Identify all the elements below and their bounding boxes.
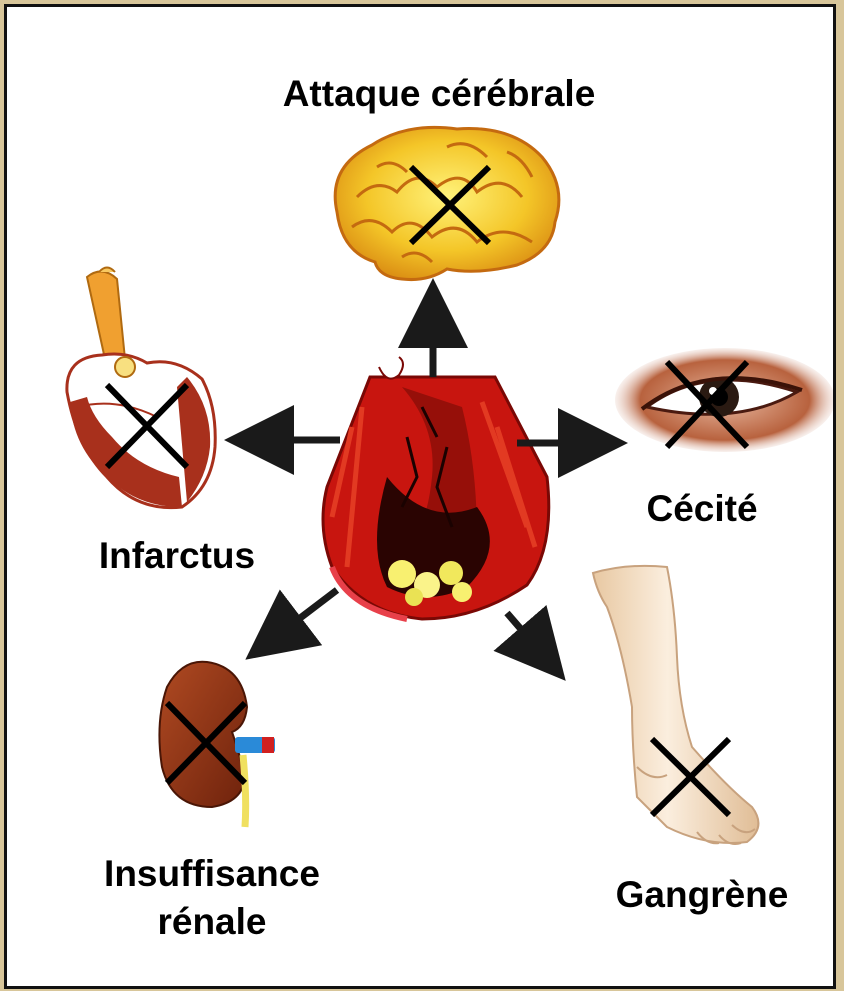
arrow-down-left xyxy=(262,590,337,647)
artery-icon xyxy=(323,357,549,619)
heart-icon xyxy=(67,268,215,508)
arrow-down-right xyxy=(507,613,552,665)
label-heart-attack: Infarctus xyxy=(67,534,287,578)
diagram-frame: Attaque cérébrale Infarctus Cécité Insuf… xyxy=(4,4,836,989)
label-kidney-line1: Insuffisance xyxy=(67,852,357,896)
kidney-icon xyxy=(159,662,275,827)
eye-icon xyxy=(615,348,833,452)
label-blindness: Cécité xyxy=(607,487,797,531)
label-kidney-line2: rénale xyxy=(67,900,357,944)
leg-icon xyxy=(593,566,758,844)
label-stroke: Attaque cérébrale xyxy=(229,72,649,116)
label-gangrene: Gangrène xyxy=(582,873,822,917)
